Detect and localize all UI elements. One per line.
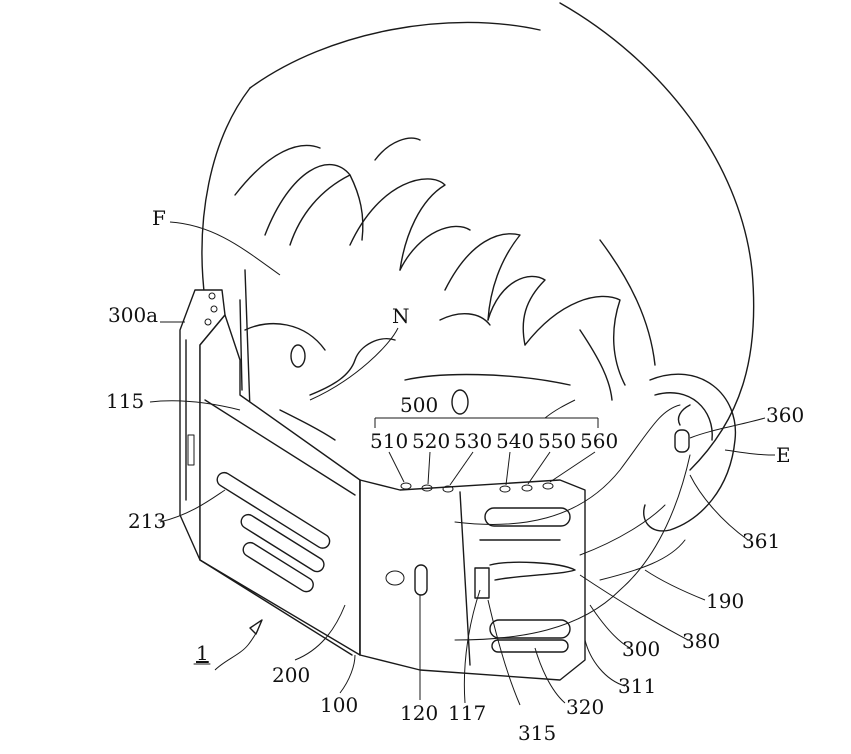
strap-cables-190	[454, 404, 691, 641]
label-500: 500	[400, 393, 438, 417]
label-315: 315	[518, 721, 556, 745]
label-E: E	[776, 443, 791, 467]
label-311: 311	[618, 674, 656, 698]
label-510: 510	[370, 429, 408, 453]
label-115: 115	[106, 389, 144, 413]
label-300: 300	[622, 637, 660, 661]
label-560: 560	[580, 429, 618, 453]
label-361: 361	[742, 529, 780, 553]
label-530: 530	[454, 429, 492, 453]
label-213: 213	[128, 509, 166, 533]
label-550: 550	[538, 429, 576, 453]
label-117: 117	[448, 701, 486, 725]
label-300a: 300a	[108, 303, 158, 327]
label-520: 520	[412, 429, 450, 453]
mask-center-panel	[359, 479, 586, 681]
hair-strands	[234, 137, 656, 401]
label-N: N	[392, 304, 410, 328]
label-380: 380	[682, 629, 720, 653]
leader-lines	[149, 221, 776, 706]
label-200: 200	[272, 663, 310, 687]
sensor-array-500	[400, 482, 554, 493]
head-outline	[201, 2, 755, 471]
label-540: 540	[496, 429, 534, 453]
label-100: 100	[320, 693, 358, 717]
label-F: F	[152, 206, 166, 230]
reference-labels: F N E 300a 115 213 500 510 520 530 540 5…	[106, 206, 804, 745]
label-320: 320	[566, 695, 604, 719]
label-120: 120	[400, 701, 438, 725]
label-190: 190	[706, 589, 744, 613]
face-details	[239, 269, 571, 441]
mask-front-panel-200	[199, 314, 361, 656]
ear	[643, 373, 737, 532]
label-360: 360	[766, 403, 804, 427]
label-1: 1	[196, 641, 209, 665]
